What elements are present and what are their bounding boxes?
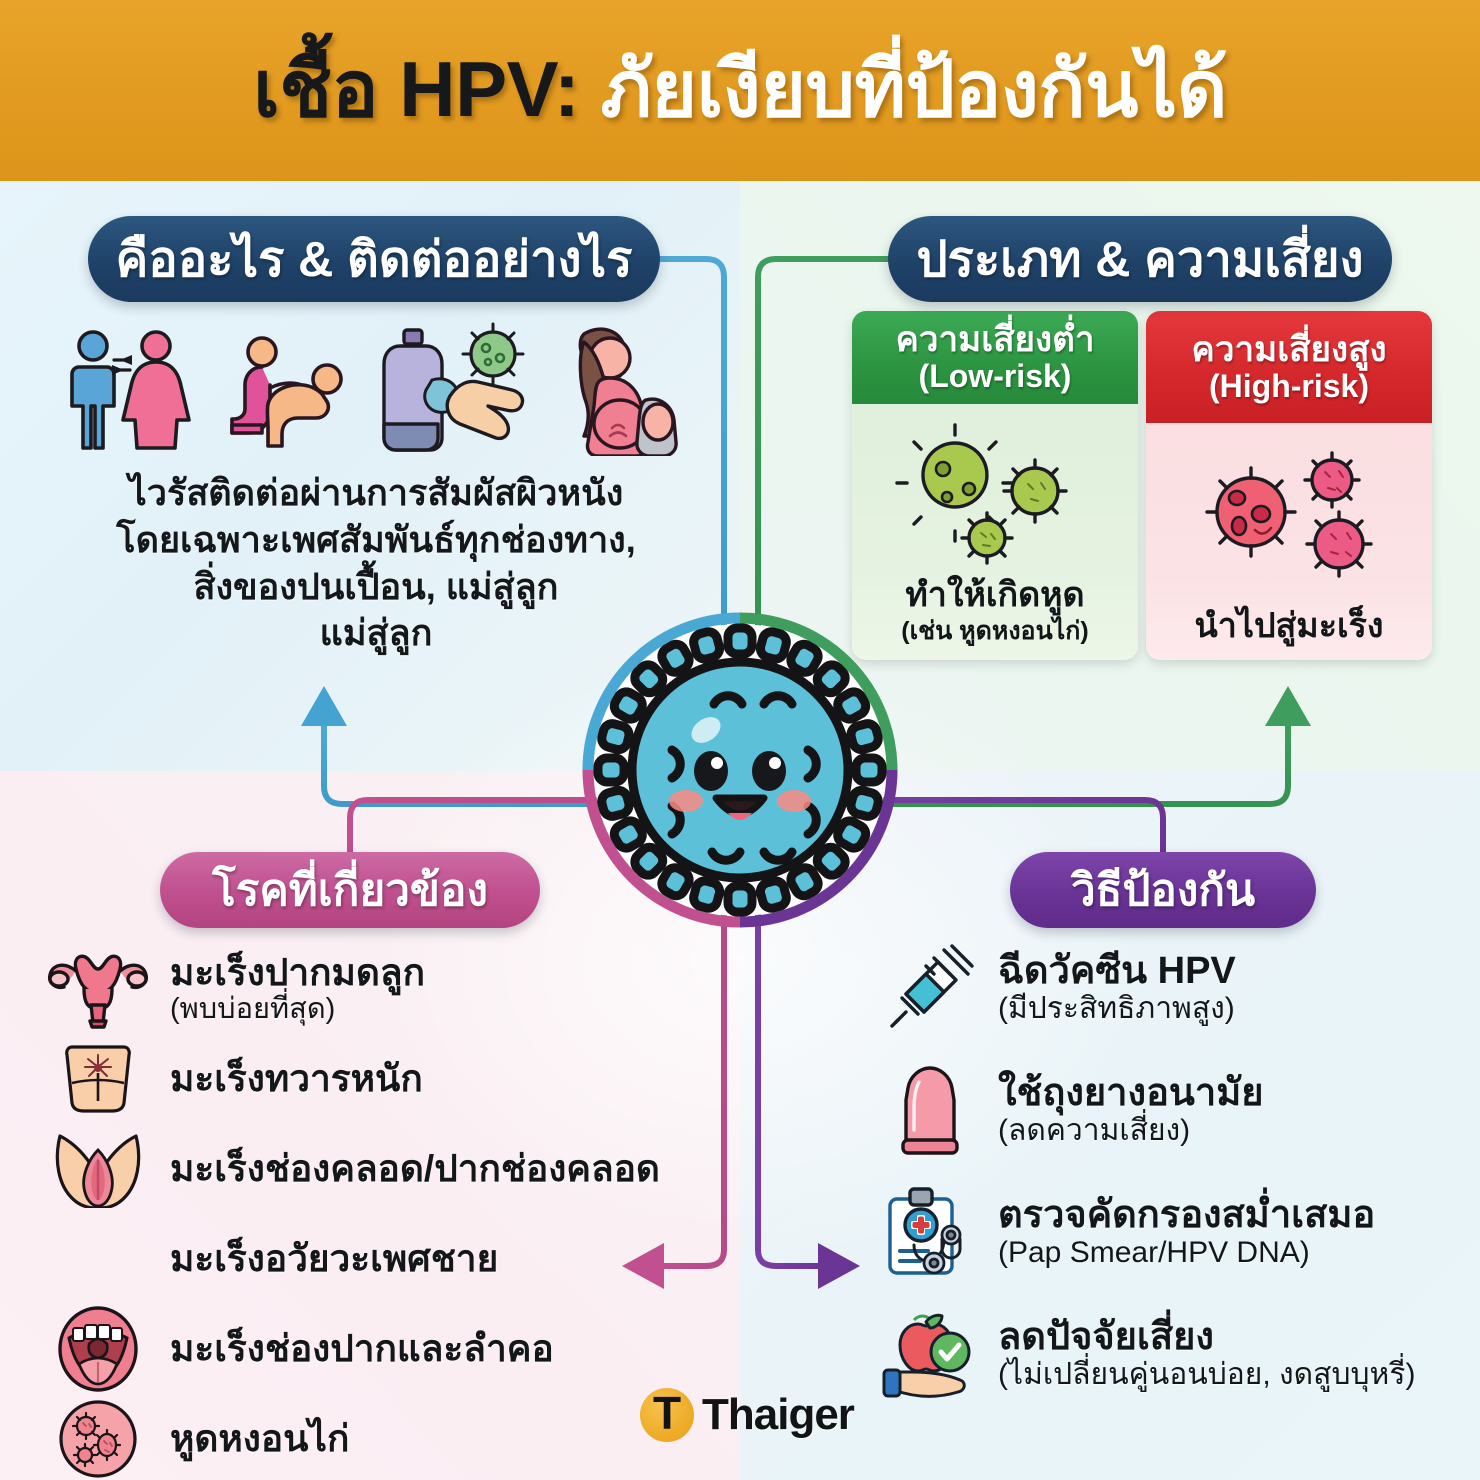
prevention-sublabel: (Pap Smear/HPV DNA) — [998, 1235, 1310, 1269]
low-risk-card[interactable]: ความเสี่ยงต่ำ (Low-risk) — [852, 311, 1138, 660]
list-item[interactable]: มะเร็งช่องปากและลำคอ — [34, 1306, 724, 1392]
page-title: เชื้อ HPV: ภัยเงียบที่ป้องกันได้ — [253, 50, 1227, 128]
transmission-line-1: ไวรัสติดต่อผ่านการสัมผัสผิวหนัง — [128, 472, 624, 513]
list-item[interactable]: หูดหงอนไก่ — [34, 1396, 724, 1480]
prevention-sublabel: (มีประสิทธิภาพสูง) — [998, 991, 1235, 1025]
list-item[interactable]: มะเร็งช่องคลอด/ปากช่องคลอด — [34, 1126, 724, 1212]
page-title-white: ภัยเงียบที่ป้องกันได้ — [600, 44, 1227, 133]
low-risk-caption-main: ทำให้เกิดหูด — [905, 575, 1085, 614]
section-header-types-risk[interactable]: ประเภท & ความเสี่ยง — [888, 216, 1392, 302]
list-item[interactable]: ตรวจคัดกรองสม่ำเสมอ (Pap Smear/HPV DNA) — [874, 1180, 1464, 1284]
transmission-description: ไวรัสติดต่อผ่านการสัมผัสผิวหนัง โดยเฉพาะ… — [36, 470, 716, 657]
high-risk-caption-main: นำไปสู่มะเร็ง — [1194, 606, 1384, 645]
transmission-line-2: โดยเฉพาะเพศสัมพันธ์ทุกช่องทาง, — [116, 518, 636, 560]
low-risk-caption: ทำให้เกิดหูด (เช่น หูดหงอนไก่) — [901, 576, 1088, 646]
page-title-black: เชื้อ HPV: — [253, 44, 580, 133]
transmission-line-3: สิ่งของปนเปื้อน, แม่สู่ลูก — [193, 565, 559, 607]
low-risk-card-body: ทำให้เกิดหูด (เช่น หูดหงอนไก่) — [852, 403, 1138, 660]
low-risk-germ-cluster — [858, 418, 1132, 576]
vulva-icon — [34, 1126, 162, 1212]
prevention-sublabel: (ไม่เปลี่ยนคู่นอนบ่อย, งดสูบบุหรี่) — [998, 1357, 1416, 1391]
prevention-sublabel: (ลดความเสี่ยง) — [998, 1113, 1191, 1147]
prevention-label: ฉีดวัคซีน HPV — [998, 949, 1236, 992]
prevention-label: ตรวจคัดกรองสม่ำเสมอ — [998, 1193, 1376, 1236]
center-virus-hub — [578, 608, 902, 932]
low-risk-card-header: ความเสี่ยงต่ำ (Low-risk) — [852, 311, 1138, 404]
related-diseases-list: มะเร็งปากมดลูก (พบบ่อยที่สุด) มะเร็งทวาร… — [34, 946, 724, 1480]
section-header-prevention[interactable]: วิธีป้องกัน — [1010, 852, 1316, 928]
list-item[interactable]: มะเร็งอวัยวะเพศชาย — [34, 1216, 724, 1302]
mother-to-child-icon — [578, 327, 678, 456]
high-risk-card-body: นำไปสู่มะเร็ง — [1146, 423, 1432, 660]
thaiger-logo-letter: T — [652, 1387, 682, 1439]
header-banner: เชื้อ HPV: ภัยเงียบที่ป้องกันได้ — [0, 0, 1480, 181]
disease-label: มะเร็งทวารหนัก — [170, 1058, 423, 1100]
list-item[interactable]: มะเร็งปากมดลูก (พบบ่อยที่สุด) — [34, 946, 724, 1032]
low-risk-title-th: ความเสี่ยงต่ำ — [895, 320, 1095, 360]
disease-label: หูดหงอนไก่ — [170, 1418, 350, 1460]
high-risk-title-th: ความเสี่ยงสูง — [1191, 329, 1387, 369]
couple-transmission-icon — [70, 330, 191, 450]
disease-label: มะเร็งช่องปากและลำคอ — [170, 1328, 554, 1370]
disease-label: มะเร็งอวัยวะเพศชาย — [170, 1238, 499, 1280]
low-risk-title-en: (Low-risk) — [918, 357, 1072, 394]
low-risk-caption-sub: (เช่น หูดหงอนไก่) — [901, 617, 1089, 645]
condom-icon — [874, 1058, 986, 1162]
high-risk-card[interactable]: ความเสี่ยงสูง (High-risk) — [1146, 311, 1432, 660]
genital-wart-icon — [34, 1396, 162, 1480]
high-risk-card-header: ความเสี่ยงสูง (High-risk) — [1146, 311, 1432, 423]
anus-icon — [34, 1036, 162, 1122]
thaiger-logo[interactable]: T Thaiger — [640, 1388, 855, 1442]
sexual-contact-icon — [230, 336, 343, 448]
clipboard-medical-icon — [874, 1180, 986, 1284]
list-item[interactable]: ใช้ถุงยางอนามัย (ลดความเสี่ยง) — [874, 1058, 1464, 1162]
penis-icon — [34, 1216, 162, 1302]
contaminated-object-hand-icon — [382, 322, 525, 452]
disease-label: มะเร็งปากมดลูก — [170, 951, 426, 993]
list-item[interactable]: ลดปัจจัยเสี่ยง (ไม่เปลี่ยนคู่นอนบ่อย, งด… — [874, 1302, 1464, 1406]
prevention-list: ฉีดวัคซีน HPV (มีประสิทธิภาพสูง) ใช้ถุงย… — [874, 936, 1464, 1424]
mouth-throat-icon — [34, 1306, 162, 1392]
thaiger-logo-text: Thaiger — [702, 1390, 855, 1439]
list-item[interactable]: ฉีดวัคซีน HPV (มีประสิทธิภาพสูง) — [874, 936, 1464, 1040]
healthy-hand-apple-icon — [874, 1302, 986, 1406]
disease-label: มะเร็งช่องคลอด/ปากช่องคลอด — [170, 1148, 660, 1190]
disease-sublabel: (พบบ่อยที่สุด) — [170, 992, 336, 1025]
section-header-related-diseases[interactable]: โรคที่เกี่ยวข้อง — [160, 852, 540, 928]
uterus-icon — [34, 946, 162, 1032]
prevention-label: ใช้ถุงยางอนามัย — [998, 1071, 1264, 1114]
list-item[interactable]: มะเร็งทวารหนัก — [34, 1036, 724, 1122]
high-risk-germ-cluster — [1152, 437, 1426, 595]
transmission-icon-row — [62, 318, 682, 456]
syringe-icon — [874, 936, 986, 1040]
thaiger-logo-mark: T — [640, 1388, 694, 1442]
high-risk-caption: นำไปสู่มะเร็ง — [1195, 607, 1384, 646]
high-risk-title-en: (High-risk) — [1209, 367, 1369, 404]
section-header-transmission[interactable]: คืออะไร & ติดต่ออย่างไร — [88, 216, 660, 302]
prevention-label: ลดปัจจัยเสี่ยง — [998, 1315, 1214, 1358]
transmission-line-4: แม่สู่ลูก — [319, 612, 433, 654]
